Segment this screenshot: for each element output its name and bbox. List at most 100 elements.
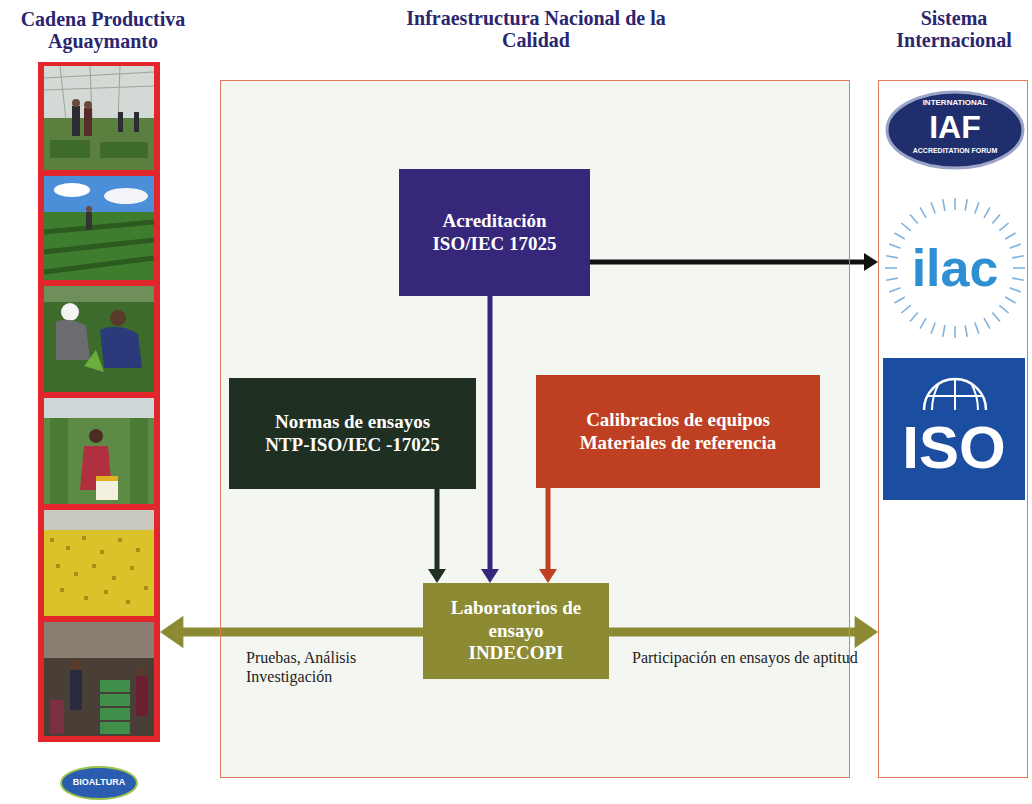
ilac-logo xyxy=(943,325,945,337)
photo-storage xyxy=(137,666,147,676)
photo-harvest xyxy=(44,398,154,504)
photo-fruit xyxy=(44,510,154,616)
photo-harvest xyxy=(44,398,154,418)
connector-line xyxy=(435,489,440,570)
photo-greenhouse xyxy=(72,99,80,107)
arrow-head xyxy=(855,616,878,648)
ilac-logo xyxy=(920,207,926,217)
photo-storage xyxy=(70,670,82,710)
ilac-logo xyxy=(1013,267,1025,269)
connector-arrow xyxy=(609,616,878,648)
arrow-head xyxy=(428,569,446,583)
calibration-box: Calibracios de equipos Materiales de ref… xyxy=(536,375,820,488)
photo-field xyxy=(44,176,154,280)
photo-fruit xyxy=(44,510,154,616)
ilac-logo xyxy=(984,207,990,217)
connector-arrow xyxy=(428,489,446,583)
iso-logo xyxy=(928,379,982,410)
photo-field xyxy=(44,176,154,280)
photo-field xyxy=(44,212,154,280)
photo-planting xyxy=(44,286,154,392)
ilac-logo xyxy=(886,278,898,280)
photo-storage xyxy=(44,622,154,658)
logo-text: BIOALTURA xyxy=(64,778,134,787)
box-label: Calibracios de equipos Materiales de ref… xyxy=(550,409,806,455)
logo-text: IAF xyxy=(905,111,1005,143)
iso-logo xyxy=(924,379,986,410)
ilac-logo xyxy=(901,305,910,313)
photo-planting xyxy=(44,286,154,302)
ilac-logo xyxy=(894,233,904,239)
ilac-logo xyxy=(984,318,990,328)
ilac-logo xyxy=(975,202,979,213)
arrow-head xyxy=(864,253,878,271)
ilac-logo xyxy=(992,214,1000,223)
ilac-logo xyxy=(931,323,935,334)
photo-greenhouse xyxy=(100,142,148,158)
ilac-logo xyxy=(1010,288,1021,292)
photo-strip xyxy=(38,62,160,742)
photo-storage xyxy=(100,708,130,720)
ilac-logo xyxy=(1005,297,1015,303)
accreditation-box: Acreditación ISO/IEC 17025 xyxy=(399,169,590,296)
photo-greenhouse xyxy=(50,140,90,158)
photo-field xyxy=(104,188,148,204)
photo-field xyxy=(44,222,154,272)
ilac-logo xyxy=(920,318,926,328)
ilac-logo xyxy=(975,323,979,334)
ilac-logo xyxy=(885,267,897,269)
arrow-head xyxy=(160,616,183,648)
ilac-logo xyxy=(883,196,1027,340)
connector-line xyxy=(590,260,865,265)
logo-text: ilac xyxy=(885,242,1025,294)
center-panel-ground xyxy=(220,80,850,778)
connector-arrow xyxy=(539,488,557,583)
photo-planting xyxy=(61,303,79,321)
laboratory-box: Laboratorios de ensayo INDECOPI xyxy=(423,583,609,679)
photo-greenhouse xyxy=(118,112,123,132)
photo-strip xyxy=(38,62,160,742)
ilac-logo xyxy=(1012,256,1024,258)
ilac-logo xyxy=(954,198,956,210)
photo-field xyxy=(86,212,92,230)
photo-planting xyxy=(84,350,104,372)
ilac-logo xyxy=(943,199,945,211)
center-panel-ground xyxy=(220,80,850,778)
iaf-logo xyxy=(887,92,1023,168)
connector-arrow xyxy=(590,253,878,271)
iso-logo xyxy=(883,358,1025,500)
iaf-logo xyxy=(887,92,1023,168)
ilac-logo xyxy=(910,312,918,321)
photo-greenhouse xyxy=(44,66,154,170)
ilac-logo xyxy=(965,325,967,337)
connector-arrow xyxy=(160,616,423,648)
photo-planting xyxy=(56,320,90,360)
photo-harvest xyxy=(96,476,118,500)
photo-storage xyxy=(136,676,148,716)
photo-greenhouse xyxy=(84,101,92,109)
connector-arrow xyxy=(481,296,499,583)
ilac-logo xyxy=(992,312,1000,321)
photo-planting xyxy=(110,310,126,326)
box-label: Normas de ensayos NTP-ISO/IEC -17025 xyxy=(258,411,448,457)
panel-heading: Cadena Productiva Aguaymanto xyxy=(8,8,198,52)
arrow-head xyxy=(539,569,557,583)
arrow-head xyxy=(481,569,499,583)
ilac-logo xyxy=(1012,278,1024,280)
photo-storage xyxy=(100,722,130,734)
box-label: Laboratorios de ensayo INDECOPI xyxy=(446,597,586,665)
ilac-logo xyxy=(885,198,1025,338)
edge-label: Participación en ensayos de aptitud xyxy=(632,648,872,667)
box-label: Acreditación ISO/IEC 17025 xyxy=(413,210,576,256)
photo-greenhouse xyxy=(84,108,92,136)
ilac-logo xyxy=(954,326,956,338)
connector-line xyxy=(488,296,493,570)
photo-field xyxy=(86,206,92,212)
ilac-logo xyxy=(1005,233,1015,239)
ilac-logo xyxy=(999,305,1008,313)
ilac-logo xyxy=(886,256,898,258)
photo-storage xyxy=(100,694,130,706)
photo-planting xyxy=(100,327,142,368)
photo-harvest xyxy=(44,398,154,504)
